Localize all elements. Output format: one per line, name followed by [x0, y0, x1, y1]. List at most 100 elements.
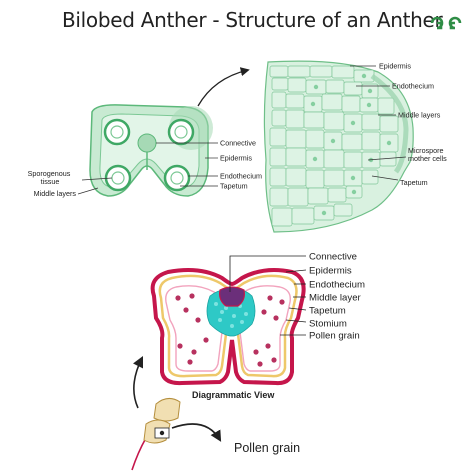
cell [291, 207, 315, 225]
connective-cell [218, 318, 222, 322]
cell [309, 65, 333, 78]
pollen-grain [175, 295, 181, 301]
anther-cross-section [89, 104, 213, 197]
pollen-grain [177, 343, 183, 349]
filament [131, 437, 147, 471]
cell-nucleus [312, 156, 318, 162]
cell [343, 81, 363, 96]
cell [323, 169, 345, 187]
anther-upper-lobe [153, 398, 181, 422]
pollen-grain [265, 343, 271, 349]
magnify-arrow [197, 67, 250, 107]
label-pollen-grain-b: Pollen grain [309, 331, 360, 342]
label-endothecium-tr: Endothecium [392, 82, 434, 91]
cell-nucleus [350, 175, 356, 181]
cell-nucleus [386, 140, 392, 146]
diagrammatic-anther [150, 268, 306, 386]
cell [321, 93, 343, 111]
vascular-bundle [219, 286, 245, 307]
pollen-grain [191, 349, 197, 355]
pollen-sac-bottom-right-inner [170, 171, 184, 185]
cell [361, 169, 379, 185]
page-title: Bilobed Anther - Structure of an Anther [62, 8, 443, 32]
cell [269, 127, 287, 147]
cell [305, 129, 325, 149]
cell [285, 167, 307, 187]
cell-nucleus [330, 138, 336, 144]
cell-nucleus [361, 73, 367, 79]
geeksforgeeks-logo-icon [430, 16, 462, 30]
label-middle-layer-b: Middle layer [309, 293, 362, 304]
curved-arrow-right [171, 423, 222, 442]
cell [377, 97, 395, 115]
cell-nucleus [350, 120, 356, 126]
cell [323, 111, 345, 131]
label-microspore-line1: Microspore [408, 146, 444, 155]
connective-cell [232, 314, 236, 318]
cell-grid [269, 65, 399, 227]
pollen-grain [203, 337, 209, 343]
connective-cell [220, 310, 224, 314]
pollen-grain [195, 317, 201, 323]
cell [285, 109, 305, 129]
cell [327, 187, 347, 203]
pollen-grain [189, 293, 195, 299]
cell [287, 77, 307, 93]
cell [285, 129, 307, 149]
pollen-grain [187, 359, 193, 365]
label-epidermis-b: Epidermis [309, 266, 352, 277]
pollen-sac-bottom-left-inner [111, 171, 125, 185]
cell [379, 115, 399, 133]
label-sporogenous-tl: Sporogenous tissue [28, 169, 73, 186]
cell [271, 109, 287, 127]
cell [269, 187, 289, 207]
cell [271, 91, 287, 109]
label-epidermis-tl: Epidermis [220, 154, 252, 163]
pollen-grain [279, 299, 285, 305]
cell [269, 65, 289, 78]
label-epidermis-tr: Epidermis [379, 62, 411, 71]
pollen-sac-top-right-inner [174, 125, 188, 139]
cell [269, 167, 287, 187]
pollen-sac-top-left-inner [110, 125, 124, 139]
top-right-leader-lines [350, 65, 407, 181]
pollen-grain [273, 315, 279, 321]
label-connective-b: Connective [309, 252, 357, 263]
cell-nucleus [313, 84, 319, 90]
cell [287, 65, 311, 78]
cell [331, 65, 355, 79]
label-tapetum-b: Tapetum [309, 306, 346, 317]
cell [341, 133, 363, 151]
cell [307, 187, 329, 205]
cell [341, 95, 361, 113]
label-middle-layers-tr: Middle layers [398, 111, 441, 120]
cell [361, 113, 381, 131]
cell [271, 207, 293, 227]
cell [269, 147, 287, 167]
label-tapetum-tr: Tapetum [400, 178, 428, 187]
cell [287, 187, 309, 207]
cell-section [263, 60, 414, 233]
cell [323, 149, 345, 169]
dehiscence-dot [159, 430, 165, 436]
connective-circle [137, 133, 157, 153]
cell-nucleus [351, 189, 357, 195]
cell [285, 93, 305, 109]
connective-cell [240, 320, 244, 324]
diagrammatic-caption: Diagrammatic View [192, 390, 275, 400]
connective-cell [214, 302, 218, 306]
cell [271, 77, 289, 91]
pollen-grain [261, 309, 267, 315]
label-stomium-b: Stomium [309, 319, 347, 330]
pollen-grain [183, 307, 189, 313]
pollen-grain [267, 295, 273, 301]
cell-nucleus [321, 210, 327, 216]
pollen-grain [253, 349, 259, 355]
cell [303, 111, 325, 129]
pollen-grain [257, 361, 263, 367]
connective-cell [230, 324, 234, 328]
connective-cell [244, 312, 248, 316]
inner-tapetum-band [370, 73, 409, 174]
cell [285, 147, 307, 167]
